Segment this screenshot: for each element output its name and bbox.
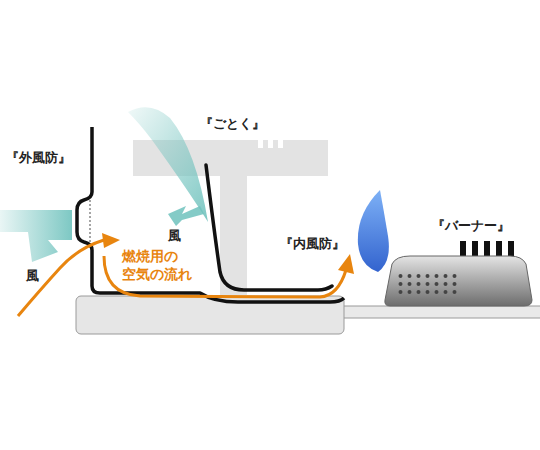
wind-label: 風	[168, 228, 181, 244]
part-label: 『外風防』	[6, 150, 71, 166]
burner-port	[484, 241, 490, 257]
wind-arrow-top	[128, 107, 208, 222]
part-label: 『内風防』	[280, 236, 345, 252]
burner-body	[385, 256, 532, 306]
outer-shield-holes	[89, 196, 91, 244]
base-plate-right	[330, 306, 540, 318]
burner-holes	[398, 270, 461, 294]
inner-wind-shield	[206, 165, 332, 290]
burner-port	[472, 241, 478, 257]
burner-port	[496, 241, 502, 257]
air-flow-head-2	[338, 254, 354, 274]
flow-label: 燃焼用の 空気の流れ	[122, 248, 196, 283]
outer-wind-shield	[77, 127, 344, 302]
gotoku-teeth	[258, 140, 283, 148]
wind-arrow-left	[0, 210, 72, 262]
air-flow-in	[18, 240, 104, 316]
wind-label: 風	[26, 268, 39, 284]
wind-arrow-small	[168, 206, 204, 226]
part-label: 『バーナー』	[432, 218, 510, 234]
burner-port	[508, 241, 514, 257]
burner-flame	[358, 190, 389, 272]
air-flow-head-1	[102, 233, 120, 248]
part-label: 『ごとく』	[200, 116, 265, 132]
burner-port	[460, 241, 466, 257]
